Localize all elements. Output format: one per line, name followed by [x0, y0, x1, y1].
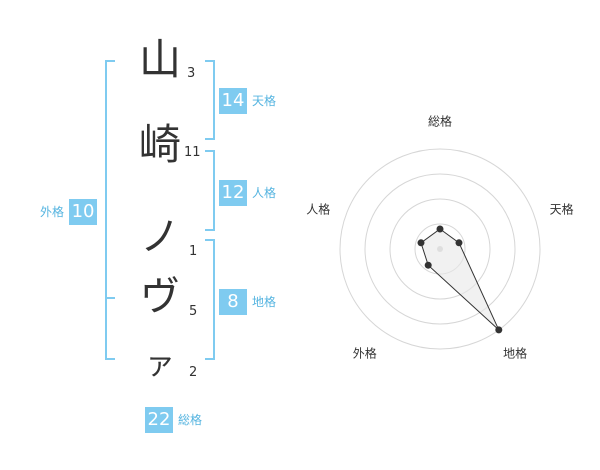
name-char-3: ノ — [140, 214, 180, 260]
radar-ring-2 — [389, 198, 491, 300]
radar-axis-label-4: 外格 — [352, 346, 377, 361]
chikaku-badge: 8 地格 — [219, 289, 276, 315]
radar-point-4 — [424, 261, 432, 269]
tenkaku-value: 14 — [219, 88, 247, 114]
stroke-count-4: 5 — [189, 304, 198, 319]
name-char-1: 山 — [138, 35, 181, 84]
radar-axis-label-5: 人格 — [306, 202, 331, 217]
chikaku-value: 8 — [219, 289, 247, 315]
jinkaku-label: 人格 — [252, 186, 277, 200]
tenkaku-label: 天格 — [252, 94, 277, 108]
name-char-4: ヴ — [140, 274, 180, 320]
radar-point-3 — [495, 326, 503, 334]
radar-axis-label-2: 天格 — [549, 202, 574, 217]
name-char-2: 崎 — [138, 120, 181, 169]
tenkaku-badge: 14 天格 — [219, 88, 276, 114]
radar-point-1 — [436, 225, 444, 233]
soukaku-badge: 22 総格 — [145, 407, 202, 433]
gaikaku-bracket — [105, 60, 115, 360]
gaikaku-value: 10 — [69, 199, 98, 225]
stroke-count-5: 2 — [189, 365, 198, 380]
jinkaku-bracket — [205, 150, 215, 231]
gaikaku-label: 外格 — [40, 205, 65, 219]
chikaku-bracket — [205, 239, 215, 360]
soukaku-value: 22 — [145, 407, 173, 433]
radar-point-2 — [455, 239, 463, 247]
radar-axis-label-1: 総格 — [427, 114, 453, 129]
stroke-count-2: 11 — [184, 145, 201, 160]
tenkaku-bracket — [205, 60, 215, 140]
stroke-count-1: 3 — [187, 66, 196, 81]
radar-point-5 — [417, 239, 425, 247]
jinkaku-badge: 12 人格 — [219, 180, 276, 206]
chikaku-label: 地格 — [252, 295, 277, 309]
radar-axis-label-3: 地格 — [503, 346, 528, 361]
soukaku-label: 総格 — [178, 413, 203, 427]
fortune-brackets — [105, 60, 215, 360]
name-char-5: ァ — [145, 347, 175, 382]
gaikaku-badge: 外格 10 — [40, 199, 98, 225]
radar-ring-3 — [364, 173, 516, 325]
radar-area — [420, 228, 500, 331]
jinkaku-value: 12 — [219, 180, 247, 206]
radar-ring-4 — [339, 148, 541, 350]
stroke-count-3: 1 — [189, 244, 198, 259]
